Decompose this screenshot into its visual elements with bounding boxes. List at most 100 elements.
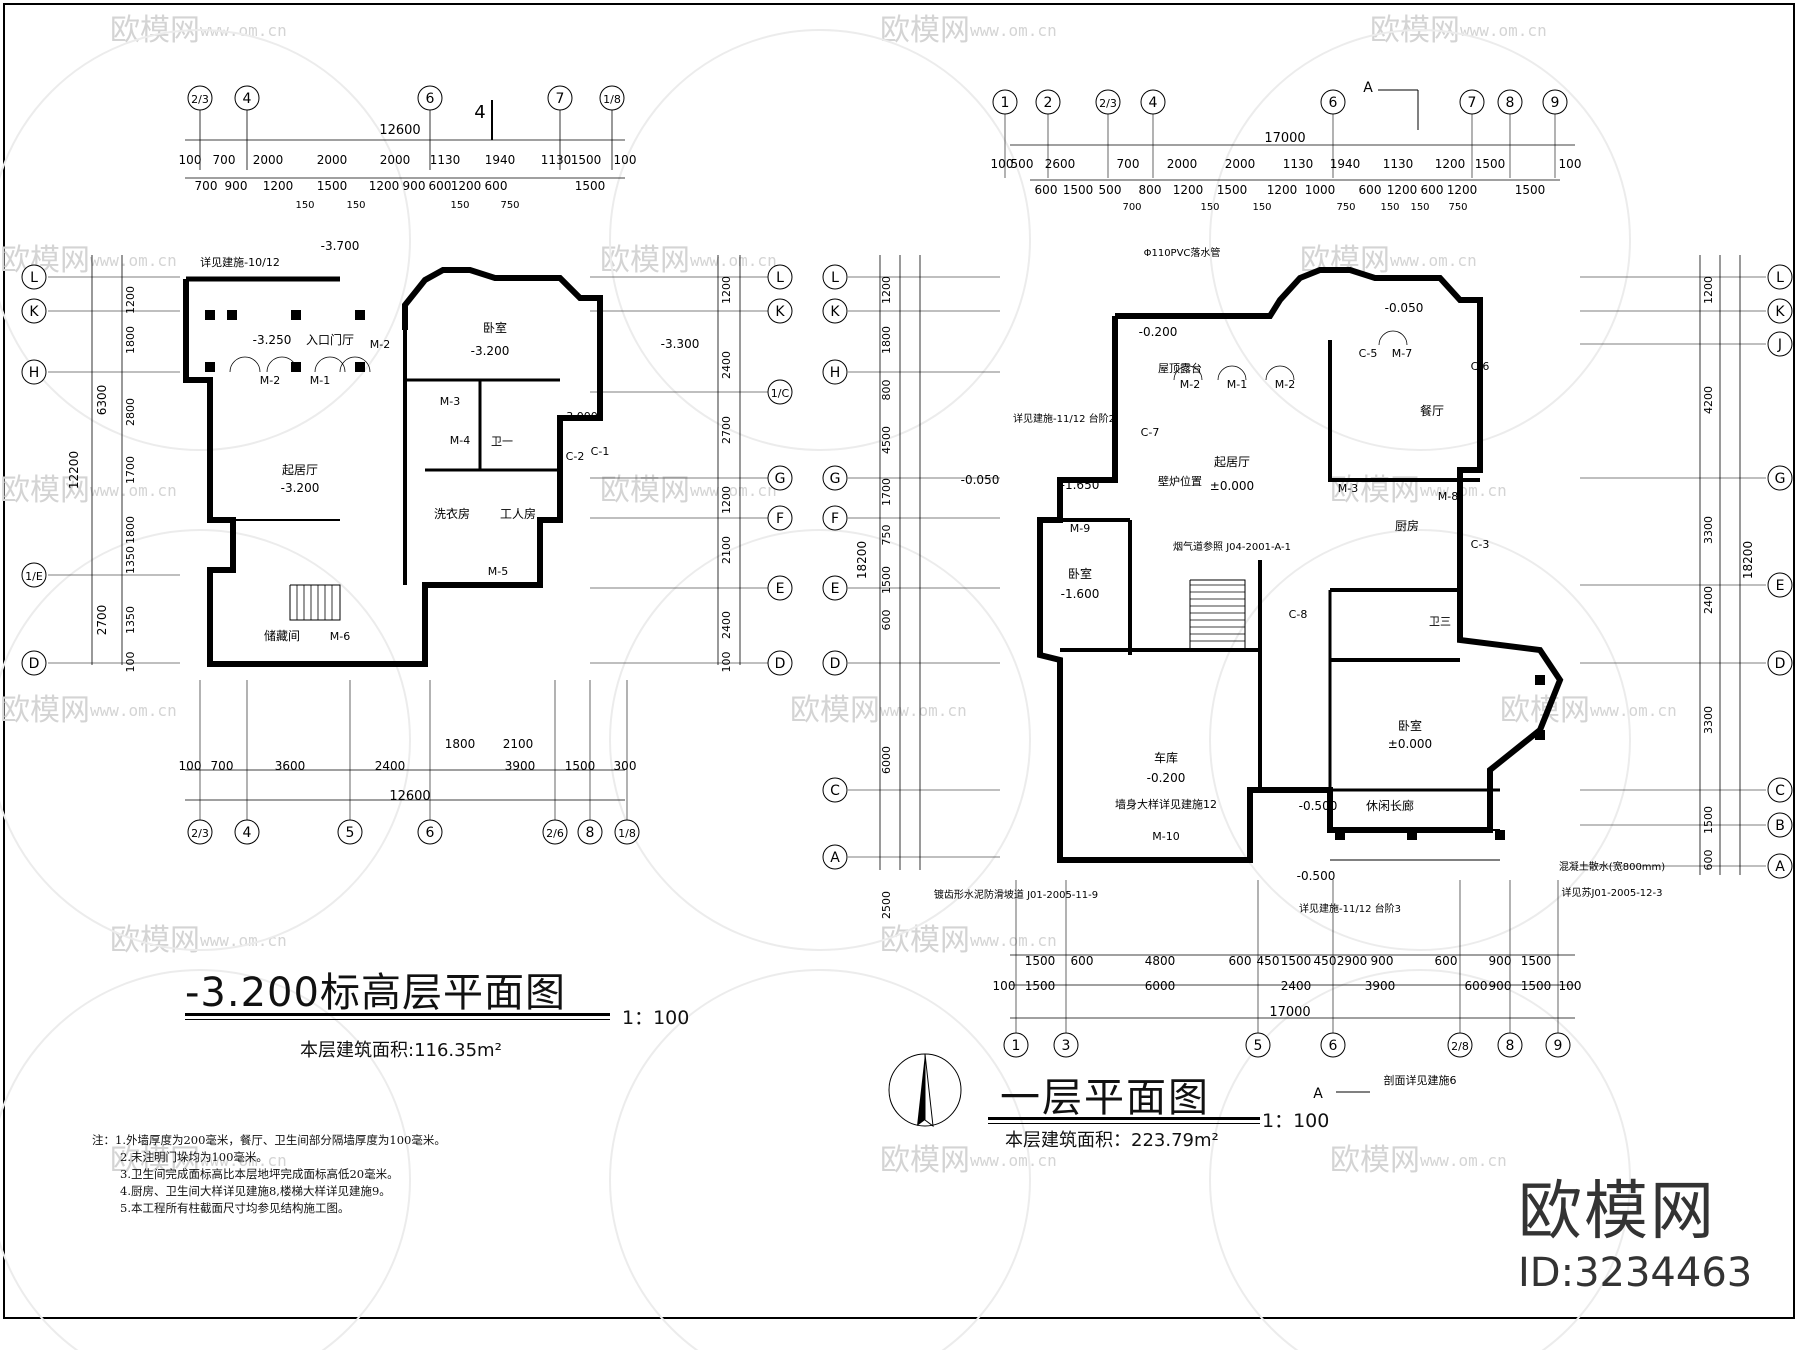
left-top-dim: 2000 [253, 153, 284, 167]
right-top-total: 17000 [1264, 131, 1305, 146]
left-room-wc: 卫一 [491, 435, 513, 448]
watermark-url: www.om.cn [880, 701, 967, 720]
right-top-axis-label: 9 [1551, 95, 1560, 111]
right-left-dim: 1700 [880, 478, 893, 506]
north-arrow-icon [917, 1054, 925, 1126]
right-right-axis-circle [1767, 853, 1793, 879]
left-top-axis-label: 1/8 [603, 93, 621, 106]
right-right-axis-label: D [1775, 656, 1786, 672]
right-top-dim: 500 [1011, 157, 1034, 171]
left-door-label: C-1 [591, 445, 610, 458]
right-top-dim: 1130 [1383, 157, 1414, 171]
right-level: ±0.000 [1210, 479, 1254, 493]
right-top-dim2: 1500 [1515, 183, 1546, 197]
right-right-axis-circle [1767, 465, 1793, 491]
watermark-brand: 欧模网 [0, 473, 90, 508]
right-note: 详见建施-11/12 台阶3 [1299, 902, 1401, 915]
left-room-bedroom: 卧室 [483, 320, 507, 335]
right-left-dim: 1800 [880, 326, 893, 354]
left-door-label: M-5 [488, 565, 508, 578]
right-bottom-dim: 450 [1257, 954, 1280, 968]
right-left-axis-circle [822, 264, 848, 290]
right-title-underline [988, 1117, 1260, 1120]
right-left-dim: 1500 [880, 566, 893, 594]
watermark-url: www.om.cn [1460, 21, 1547, 40]
left-dim: 1200 [124, 286, 137, 314]
watermark-brand: 欧模网 [880, 1143, 970, 1178]
right-level: ±0.000 [1388, 737, 1432, 751]
right-room-bedroom2: 卧室 [1398, 718, 1422, 733]
right-right-axis-circle [1767, 572, 1793, 598]
left-plan-scale: 1：100 [622, 1007, 690, 1029]
right-bottom-dim: 450 [1314, 954, 1337, 968]
left-top-dim: 100 [179, 153, 202, 167]
right-bottom-dim: 4800 [1145, 954, 1176, 968]
left-dim: 1800 [124, 516, 137, 544]
left-top-dim2: 600 [429, 179, 452, 193]
right-room-dining: 餐厅 [1420, 403, 1444, 418]
note-line: 3.卫生间完成面标高比本层地坪完成面标高低20毫米。 [120, 1167, 399, 1181]
right-left-axis-label: E [831, 581, 840, 597]
stair [289, 584, 341, 621]
right-left-dim: 800 [880, 380, 893, 401]
right-top-dim2: 1200 [1173, 183, 1204, 197]
column [291, 310, 301, 320]
dim-small: 150 [346, 200, 365, 211]
right-section-mark: A [1313, 1086, 1323, 1102]
left-top-dim2: 1200 [369, 179, 400, 193]
right-top-dim2: 600 [1421, 183, 1444, 197]
left-door-label: C-2 [566, 450, 585, 463]
right-right-axis-label: B [1775, 818, 1785, 834]
left-room-worker: 工人房 [500, 506, 536, 521]
left-right-dim: 2400 [720, 611, 733, 639]
left-exterior-wall [183, 267, 603, 667]
dim-small: 750 [1448, 202, 1467, 213]
left-title-underline [185, 1013, 610, 1016]
left-top-dim: 1130 [541, 153, 572, 167]
left-title-underline-thin [185, 1019, 610, 1020]
left-right-axis-label: L [776, 270, 784, 286]
watermark-brand: 欧模网 [1330, 1143, 1420, 1178]
right-top-dim: 1500 [1475, 157, 1506, 171]
right-left-axis-circle [822, 505, 848, 531]
right-bottom-axis-label: 9 [1554, 1038, 1563, 1054]
north-arrow-icon [924, 1053, 934, 1128]
left-bottom-axis-label: 2/6 [546, 827, 564, 840]
door-swing [314, 356, 346, 373]
left-right-dim: 100 [720, 652, 733, 673]
left-right-axis-label: 1/C [771, 387, 790, 400]
right-bottom-axis-label: 6 [1329, 1038, 1338, 1054]
right-left-axis-circle [822, 650, 848, 676]
note-line: 4.厨房、卫生间大样详见建施8,楼梯大样详见建施9。 [120, 1184, 391, 1198]
left-right-axis-label: K [775, 304, 785, 320]
column [1535, 730, 1545, 740]
left-left-axis-circle [21, 298, 47, 324]
right-level: -0.200 [1139, 325, 1178, 339]
right-bottom-dim: 1500 [1025, 954, 1056, 968]
left-door-label: M-3 [440, 395, 460, 408]
right-room-bedroom: 卧室 [1068, 566, 1092, 581]
left-left-axis-label: 1/E [25, 570, 43, 583]
left-right-dim: 1200 [720, 276, 733, 304]
right-top-dim: 1200 [1435, 157, 1466, 171]
general-notes: 注：1.外墙厚度为200毫米，餐厅、卫生间部分隔墙厚度为100毫米。 2.未注明… [92, 1132, 446, 1217]
watermark-url: www.om.cn [970, 931, 1057, 950]
right-door-label: M-8 [1438, 490, 1458, 503]
right-bottom-axis-label: 1 [1012, 1038, 1021, 1054]
right-bottom-dim: 1500 [1521, 954, 1552, 968]
right-right-dim: 4200 [1702, 386, 1715, 414]
right-right-axis-circle [1767, 812, 1793, 838]
right-level: -0.500 [1299, 799, 1338, 813]
watermark-brand: 欧模网 [110, 923, 200, 958]
dim-small: 150 [1252, 202, 1271, 213]
right-right-total: 18200 [1741, 541, 1755, 579]
left-top-dim2: 1200 [263, 179, 294, 193]
left-door-label: M-2 [260, 374, 280, 387]
right-title-underline-thin [988, 1123, 1260, 1124]
watermark-url: www.om.cn [970, 1151, 1057, 1170]
left-level: -3.000 [562, 410, 597, 423]
left-bottom-dim: 300 [614, 759, 637, 773]
watermark-circle [0, 529, 411, 951]
dim-small: 150 [1410, 202, 1429, 213]
right-right-dim: 600 [1702, 850, 1715, 871]
